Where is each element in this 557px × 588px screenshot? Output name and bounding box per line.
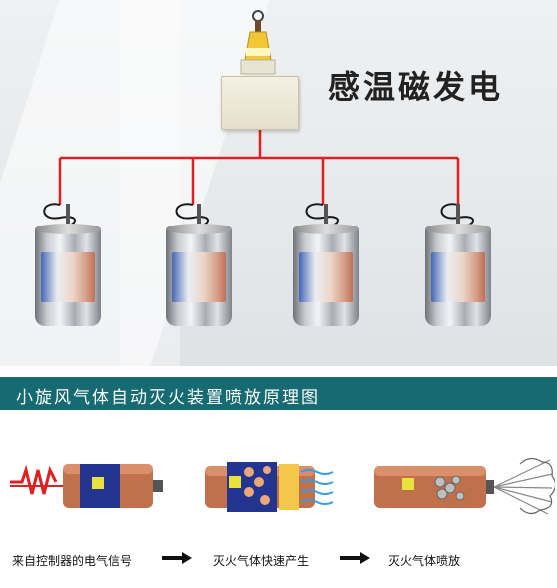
caption-gas-generation: 灭火气体快速产生 (213, 554, 310, 568)
stage-gas-generation-diagram (205, 462, 334, 512)
extinguisher-unit (166, 204, 232, 326)
extinguisher-unit (293, 204, 359, 326)
wiring-diagram (43, 130, 474, 229)
arrow-right-icon (162, 552, 192, 564)
caption-gas-discharge: 灭火气体喷放 (388, 554, 461, 568)
extinguisher-unit (425, 204, 491, 326)
extinguisher-unit (35, 204, 101, 326)
stage-electric-signal-diagram (10, 464, 163, 508)
controller-box (221, 76, 299, 130)
section-banner: 小旋风气体自动灭火装置喷放原理图 (0, 377, 557, 410)
stage-gas-discharge-diagram (374, 457, 555, 515)
caption-electric-signal: 来自控制器的电气信号 (12, 554, 133, 568)
arrow-right-icon (340, 552, 370, 564)
cable-icons (43, 203, 474, 229)
product-photo: 感温磁发电 (0, 0, 557, 366)
page-heading: 感温磁发电 (328, 68, 504, 106)
thermal-sensor-icon (240, 10, 276, 75)
red-wire (58, 130, 460, 205)
banner-title: 小旋风气体自动灭火装置喷放原理图 (16, 388, 320, 408)
